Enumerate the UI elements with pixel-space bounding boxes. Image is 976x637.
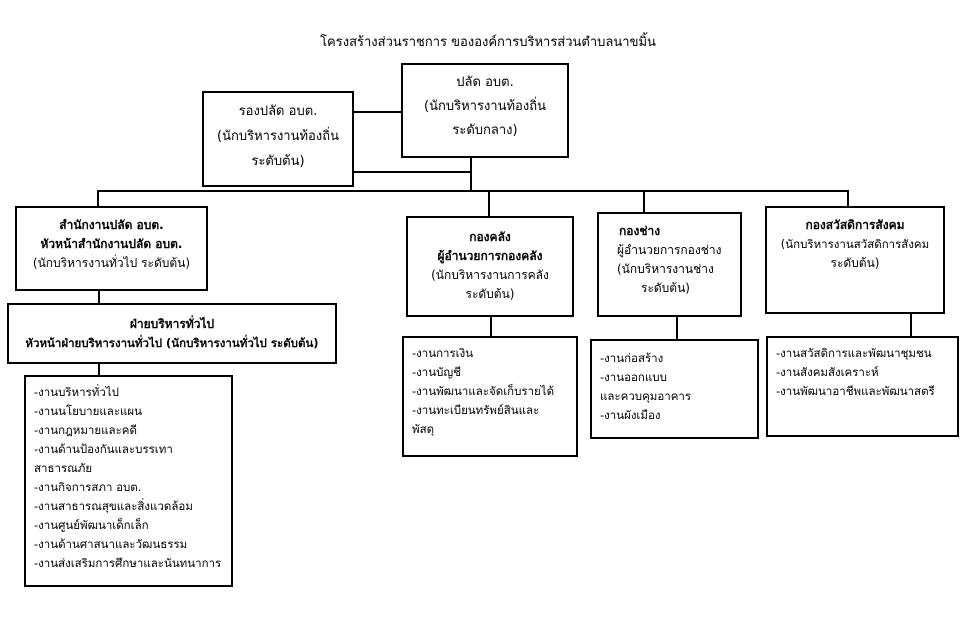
connector-to-finance — [488, 190, 490, 217]
connector-main-bus — [97, 190, 849, 192]
list-item: -งานสวัสดิการและพัฒนาชุมชน — [776, 346, 932, 360]
finance-box: กองคลัง ผู้อำนวยการกองคลัง (นักบริหารงาน… — [406, 216, 574, 317]
welfare-tasks-box: -งานสวัสดิการและพัฒนาชุมชน -งานสังคมสังเ… — [766, 336, 959, 437]
connector-to-engineering — [643, 190, 645, 213]
engineering-level: ระดับต้น) — [641, 281, 690, 295]
welfare-title: กองสวัสดิการสังคม — [805, 218, 905, 232]
palat-position: (นักบริหารงานท้องถิ่น — [424, 99, 546, 114]
welfare-box: กองสวัสดิการสังคม (นักบริหารงานสวัสดิการ… — [765, 206, 945, 314]
list-item: พัสดุ — [412, 422, 435, 436]
admin-head: หัวหน้าฝ่ายบริหารงานทั่วไป (นักบริหารงาน… — [25, 336, 319, 350]
office-level: (นักบริหารงานทั่วไป ระดับต้น) — [32, 256, 191, 270]
connector-engineering-to-tasks — [676, 316, 678, 340]
engineering-tasks-box: -งานก่อสร้าง -งานออกแบบ และควบคุมอาคาร -… — [590, 339, 759, 439]
finance-head: ผู้อำนวยการกองคลัง — [437, 249, 543, 263]
connector-palat-to-rong — [352, 111, 402, 113]
list-item: -งานด้านป้องกันและบรรเทา — [34, 442, 173, 456]
rong-palat-level: ระดับต้น) — [251, 154, 305, 169]
admin-box: ฝ่ายบริหารทั่วไป หัวหน้าฝ่ายบริหารงานทั่… — [7, 303, 337, 364]
list-item: -งานการเงิน — [412, 346, 474, 360]
connector-welfare-to-tasks — [910, 313, 912, 337]
rong-palat-box: รองปลัด อบต. (นักบริหารงานท้องถิ่น ระดับ… — [202, 91, 354, 187]
list-item: -งานทะเบียนทรัพย์สินและ — [412, 403, 540, 417]
list-item: และควบคุมอาคาร — [600, 389, 692, 403]
list-item: -งานกฎหมายและคดี — [34, 423, 137, 437]
finance-title: กองคลัง — [469, 230, 511, 244]
list-item: -งานด้านศาสนาและวัฒนธรรม — [34, 537, 188, 551]
list-item: -งานผังเมือง — [600, 408, 661, 422]
engineering-head: ผู้อำนวยการกองช่าง — [617, 243, 722, 257]
engineering-position: (นักบริหารงานช่าง — [617, 262, 714, 276]
connector-to-welfare — [847, 190, 849, 207]
list-item: -งานพัฒนาและจัดเก็บรายได้ — [412, 384, 555, 398]
list-item: -งานบัญชี — [412, 365, 461, 379]
welfare-level: ระดับต้น) — [830, 256, 880, 270]
palat-level: ระดับกลาง) — [452, 123, 518, 138]
list-item: -งานส่งเสริมการศึกษาและนันทนาการ — [34, 556, 222, 570]
engineering-title: กองช่าง — [619, 224, 661, 238]
admin-tasks-box: -งานบริหารทั่วไป -งานนโยบายและแผน -งานกฎ… — [24, 375, 233, 587]
finance-tasks-box: -งานการเงิน -งานบัญชี -งานพัฒนาและจัดเก็… — [402, 336, 578, 457]
palat-title: ปลัด อบต. — [456, 75, 514, 90]
list-item: -งานศูนย์พัฒนาเด็กเล็ก — [34, 518, 149, 532]
connector-to-office — [97, 190, 99, 207]
list-item: -งานพัฒนาอาชีพและพัฒนาสตรี — [776, 384, 935, 398]
connector-palat-down — [470, 157, 472, 192]
list-item: -งานก่อสร้าง — [600, 351, 664, 365]
engineering-box: กองช่าง ผู้อำนวยการกองช่าง (นักบริหารงาน… — [597, 212, 742, 317]
rong-palat-position: (นักบริหารงานท้องถิ่น — [217, 129, 339, 144]
admin-title: ฝ่ายบริหารทั่วไป — [129, 317, 215, 331]
list-item: -งานสังคมสังเคราะห์ — [776, 365, 879, 379]
list-item: -งานกิจการสภา อบต. — [34, 480, 142, 494]
rong-palat-title: รองปลัด อบต. — [238, 104, 318, 119]
list-item: -งานออกแบบ — [600, 370, 667, 384]
connector-rong-band-top — [352, 171, 470, 173]
connector-office-to-admin — [98, 290, 100, 304]
office-box: สำนักงานปลัด อบต. หัวหน้าสำนักงานปลัด อบ… — [15, 206, 208, 291]
welfare-position: (นักบริหารงานสวัสดิการสังคม — [780, 237, 930, 251]
finance-level: ระดับต้น) — [465, 287, 515, 301]
finance-position: (นักบริหารงานการคลัง — [431, 268, 549, 282]
office-title: สำนักงานปลัด อบต. — [59, 218, 164, 232]
office-head: หัวหน้าสำนักงานปลัด อบต. — [40, 237, 183, 251]
chart-title: โครงสร้างส่วนราชการ ขององค์การบริหารส่วน… — [320, 35, 656, 50]
list-item: -งานสาธารณสุขและสิ่งแวดล้อม — [34, 499, 193, 513]
connector-finance-to-tasks — [490, 316, 492, 337]
connector-admin-to-tasks — [98, 363, 100, 376]
list-item: -งานบริหารทั่วไป — [34, 385, 119, 399]
palat-box: ปลัด อบต. (นักบริหารงานท้องถิ่น ระดับกลา… — [401, 63, 569, 158]
list-item: -งานนโยบายและแผน — [34, 404, 143, 418]
list-item: สาธารณภัย — [34, 461, 93, 475]
